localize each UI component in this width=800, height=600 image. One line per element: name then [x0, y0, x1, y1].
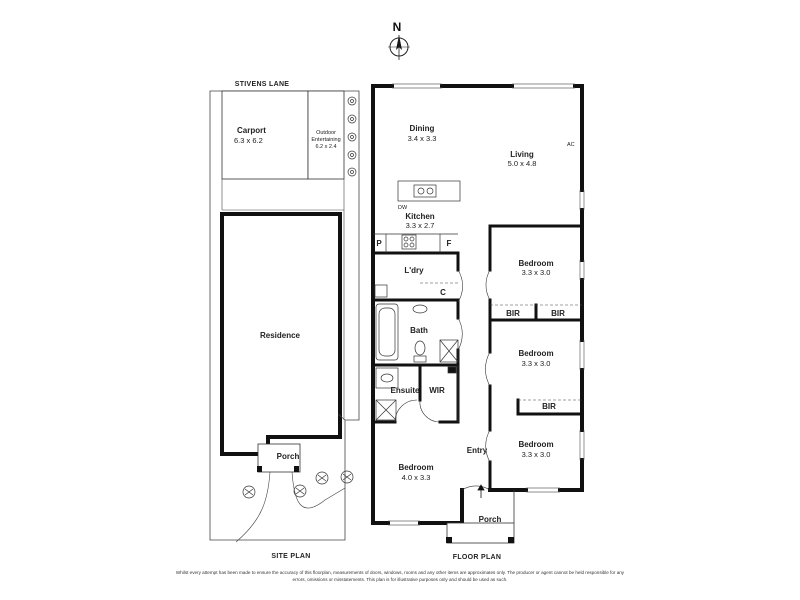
site-plan-caption: SITE PLAN [271, 553, 310, 560]
outdoor-label-1: Outdoor [316, 130, 336, 136]
carport-size: 6.3 x 6.2 [234, 136, 263, 145]
cupboard-label: C [440, 288, 446, 297]
kitchen-label: Kitchen [405, 212, 434, 221]
floor-porch [446, 522, 515, 544]
outdoor-entertaining [307, 90, 345, 180]
site-plan: STIVENS LANE Carport 6.3 x 6.2 Outdoor E… [209, 81, 360, 560]
ensuite-label: Ensuite [391, 386, 420, 395]
carport [221, 90, 309, 180]
north-arrow: N [388, 20, 410, 60]
laundry-label: L'dry [404, 266, 424, 275]
bir-a-label: BIR [506, 309, 520, 318]
bedroom-3-size: 3.3 x 3.0 [522, 450, 551, 459]
dining-size: 3.4 x 3.3 [408, 134, 437, 143]
pantry-label: P [376, 239, 382, 248]
kitchen-island [397, 180, 461, 202]
floor-porch-label: Porch [479, 515, 502, 524]
fridge-label: F [447, 239, 452, 248]
residence [220, 212, 342, 456]
shrub-icons [347, 96, 357, 177]
bedroom-3-label: Bedroom [518, 440, 553, 449]
disclaimer-text: Whilst every attempt has been made to en… [175, 570, 625, 582]
ac-label: AC [567, 142, 575, 148]
bedroom-2-size: 3.3 x 3.0 [522, 359, 551, 368]
floor-plan-caption: FLOOR PLAN [453, 554, 502, 561]
dining-label: Dining [410, 124, 435, 133]
bedroom-main-label: Bedroom [398, 463, 433, 472]
bath-label: Bath [410, 326, 428, 335]
outdoor-size: 6.2 x 2.4 [315, 144, 336, 150]
kitchen-size: 3.3 x 2.7 [406, 221, 435, 230]
bir-c-label: BIR [542, 402, 556, 411]
north-label: N [393, 20, 402, 34]
bedroom-main-size: 4.0 x 3.3 [402, 473, 431, 482]
street-label: STIVENS LANE [235, 81, 290, 88]
entry-label: Entry [467, 446, 488, 455]
bedroom-1-label: Bedroom [518, 259, 553, 268]
living-label: Living [510, 150, 534, 159]
site-porch [257, 443, 301, 473]
residence-label: Residence [260, 331, 301, 340]
garden-shrub-icons [242, 470, 354, 499]
floor-plan: Dining 3.4 x 3.3 Living 5.0 x 4.8 AC DW … [371, 83, 585, 561]
carport-label: Carport [237, 126, 266, 135]
bir-b-label: BIR [551, 309, 565, 318]
living-size: 5.0 x 4.8 [508, 159, 537, 168]
bedroom-2-label: Bedroom [518, 349, 553, 358]
wir-label: WIR [429, 386, 445, 395]
dw-label: DW [398, 205, 408, 211]
site-porch-label: Porch [277, 452, 300, 461]
bedroom-1-size: 3.3 x 3.0 [522, 268, 551, 277]
outdoor-label-2: Entertaining [311, 137, 340, 143]
entry-arrow-icon [477, 484, 485, 498]
